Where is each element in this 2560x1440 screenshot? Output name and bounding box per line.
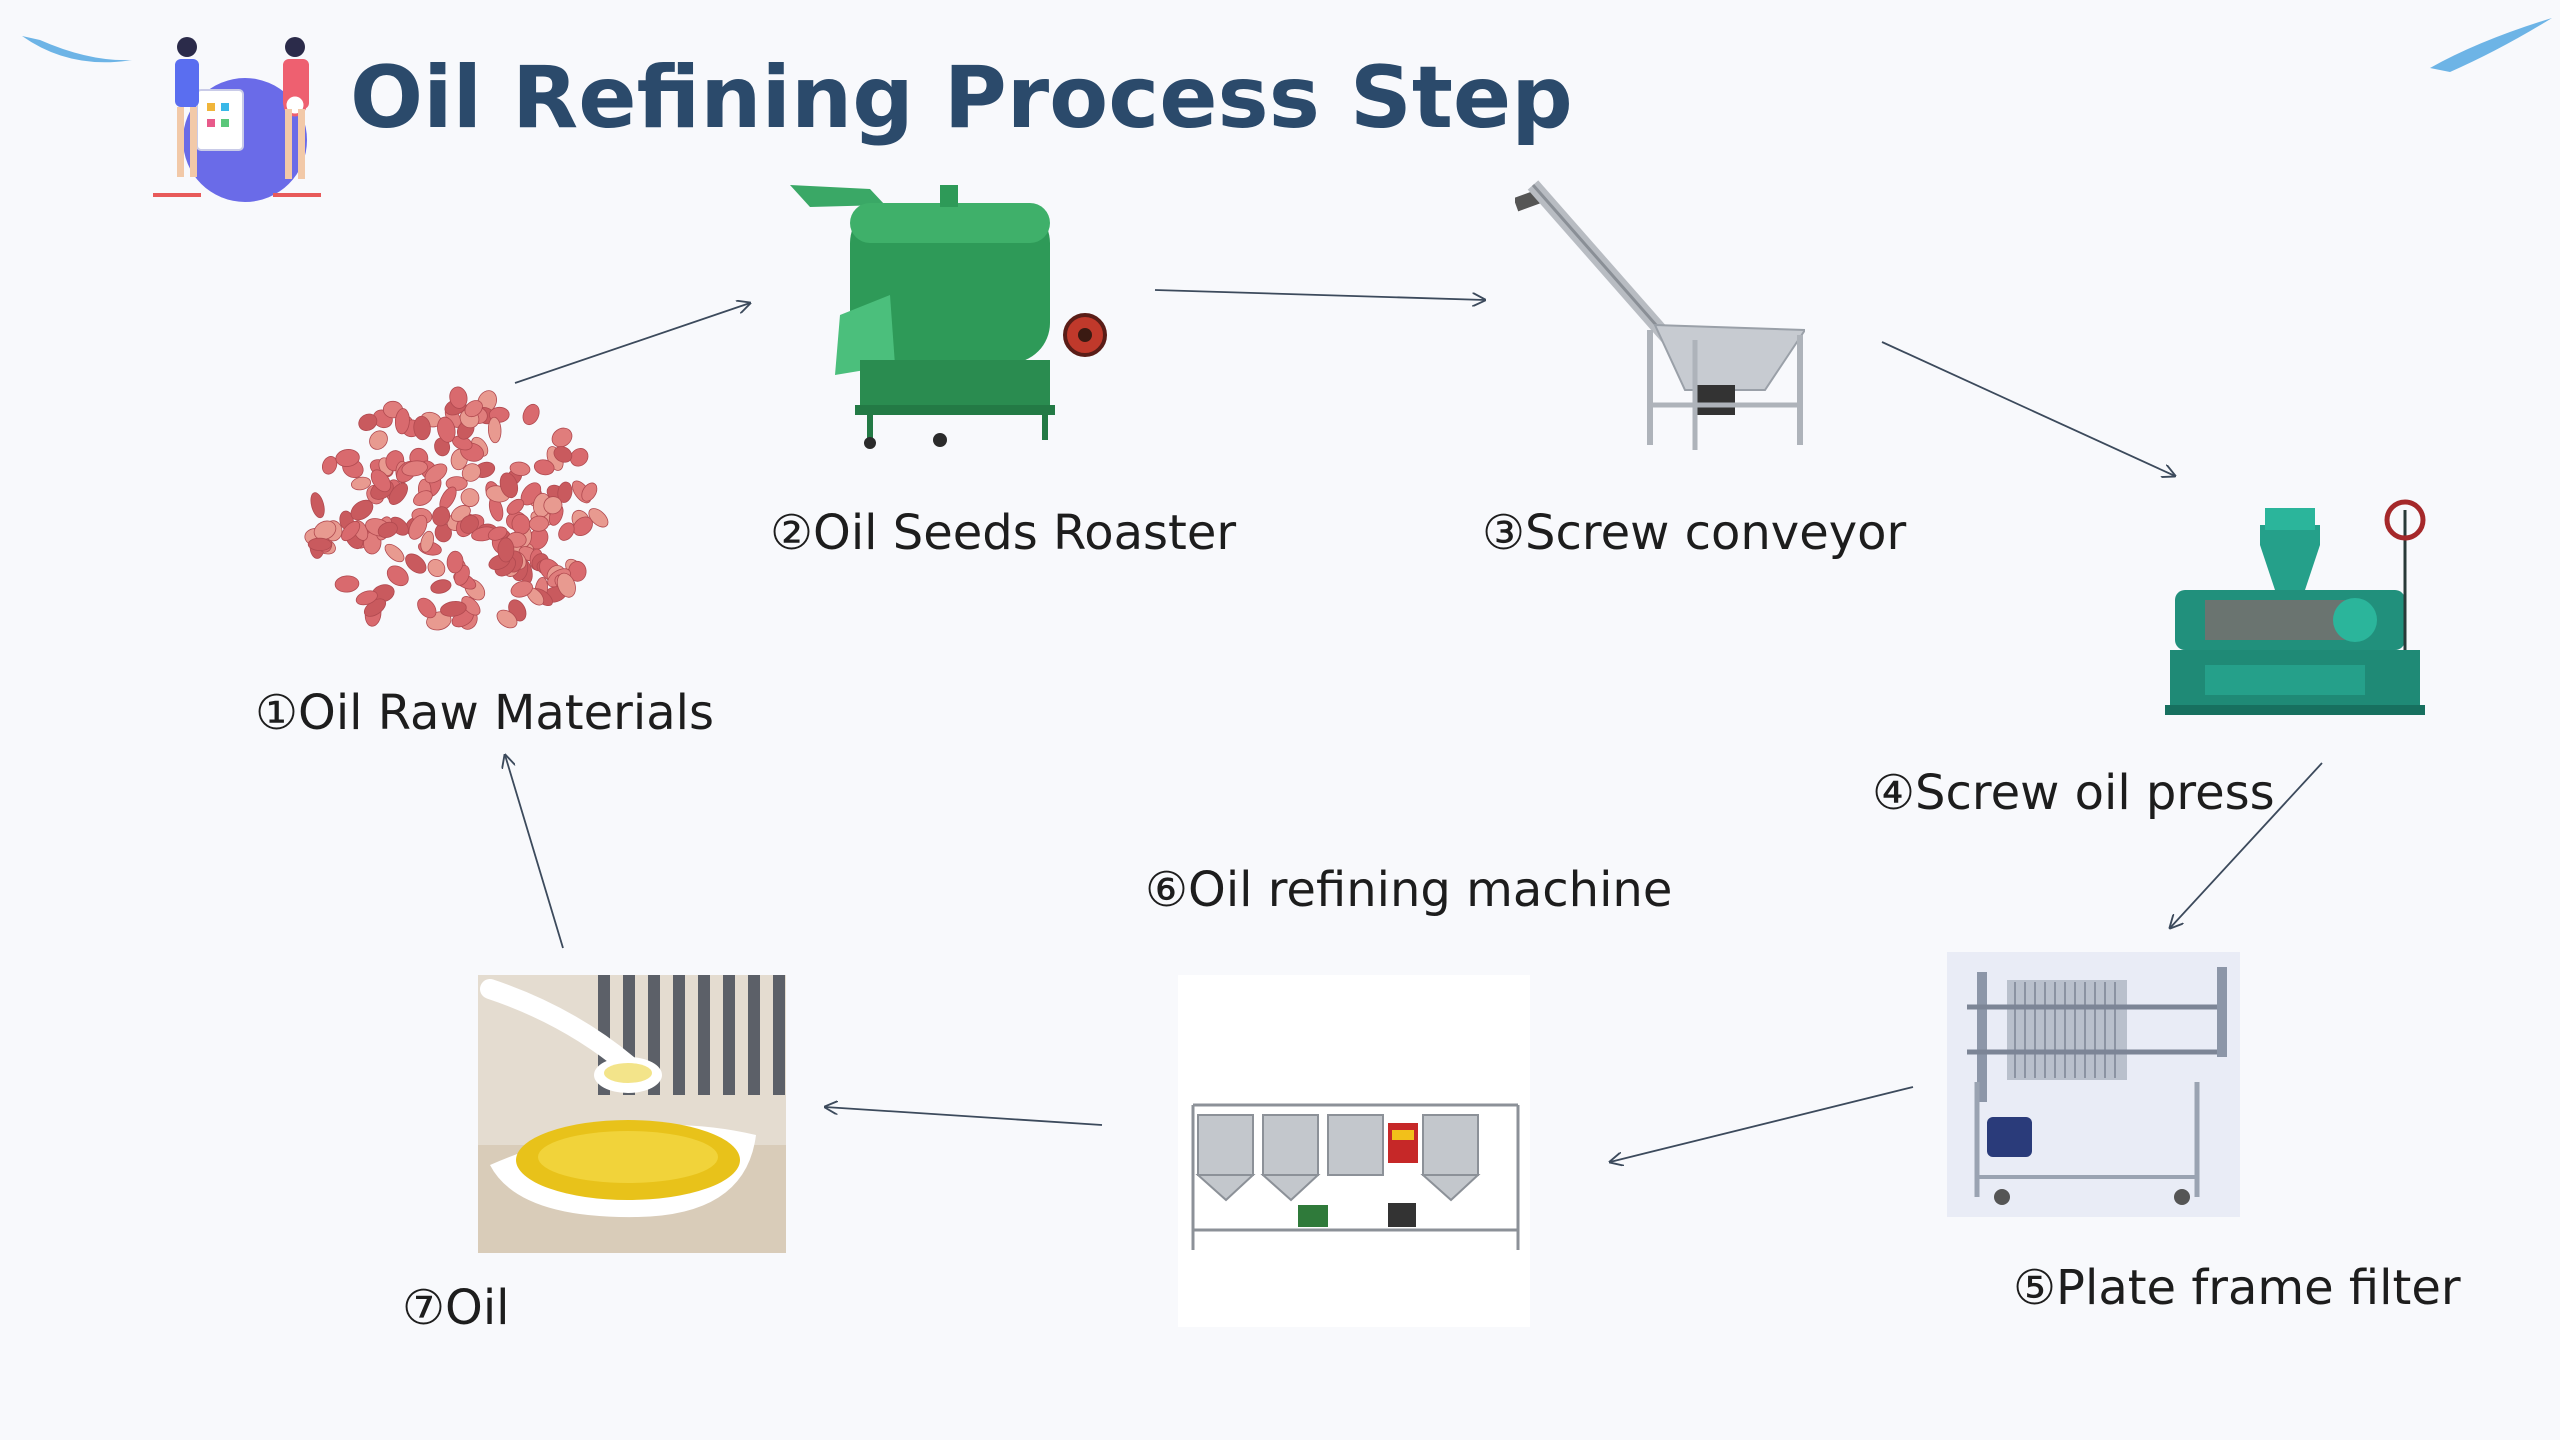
peanut-kernel <box>420 530 435 553</box>
peanut-kernel <box>558 522 575 541</box>
peanut-kernel <box>487 526 508 541</box>
screw-oil-press-image <box>2165 499 2426 715</box>
peanut-kernel <box>487 416 502 444</box>
step-4-label: ④Screw oil press <box>1872 765 2275 821</box>
peanut-kernel <box>388 482 408 505</box>
screw-conveyor-image <box>1515 180 1805 450</box>
peanut-kernel <box>528 515 549 532</box>
peanut-kernel <box>553 446 573 463</box>
peanut-kernel <box>556 572 576 598</box>
peanut-kernel <box>499 472 519 499</box>
oil-refining-machine-image <box>1178 975 1530 1327</box>
peanut-kernel <box>335 449 360 467</box>
arrow-step2-to-step3 <box>1154 289 1485 300</box>
peanut-kernel <box>310 492 325 519</box>
peanut-kernel <box>427 559 446 577</box>
step-3-label: ③Screw conveyor <box>1482 505 1907 561</box>
peanut-kernel <box>350 499 374 521</box>
peanut-kernel <box>588 508 609 528</box>
peanut-kernel <box>510 580 533 598</box>
peanut-kernel <box>413 490 433 506</box>
peanut-kernel <box>460 488 480 507</box>
peanut-kernel <box>509 461 531 476</box>
peanut-kernel <box>424 463 448 484</box>
peanut-kernel <box>581 482 598 502</box>
peanut-kernel <box>405 553 427 574</box>
roaster-machine-image <box>790 185 1107 449</box>
peanut-kernel <box>496 609 518 629</box>
left-swoosh-decoration <box>22 36 132 63</box>
peanut-kernel <box>370 469 391 493</box>
peanut-kernel <box>341 520 361 542</box>
peanuts-image <box>304 386 609 631</box>
arrow-step7-to-step1 <box>505 755 564 949</box>
peanut-kernel <box>446 550 464 574</box>
peanut-kernel <box>408 514 428 540</box>
peanut-kernel <box>551 427 573 448</box>
peanut-kernel <box>437 416 456 443</box>
oil-bowl-image <box>478 975 786 1253</box>
arrow-step1-to-step2 <box>514 303 750 384</box>
peanut-kernel <box>401 460 428 477</box>
peanut-kernel <box>533 459 555 476</box>
peanut-kernel <box>386 565 409 587</box>
peanut-kernel <box>543 496 563 515</box>
peanut-kernel <box>355 590 378 606</box>
step-5-label: ⑤Plate frame filter <box>2013 1260 2461 1316</box>
step-7-label: ⑦Oil <box>402 1280 510 1336</box>
peanut-kernel <box>307 537 332 552</box>
plate-frame-filter-image <box>1947 952 2240 1217</box>
arrow-step4-to-step5 <box>2170 762 2323 928</box>
step-1-label: ①Oil Raw Materials <box>255 685 714 741</box>
peanut-kernel <box>351 476 371 491</box>
team-illustration-icon <box>153 37 321 202</box>
peanut-kernel <box>413 415 431 441</box>
peanut-kernel <box>394 408 410 435</box>
step-2-label: ②Oil Seeds Roaster <box>770 505 1237 561</box>
peanut-kernel <box>449 386 468 409</box>
peanut-kernel <box>377 521 398 538</box>
peanut-kernel <box>522 403 540 426</box>
peanut-kernel <box>497 537 515 563</box>
peanut-kernel <box>461 596 481 616</box>
peanut-kernel <box>464 400 483 418</box>
peanut-kernel <box>321 456 338 475</box>
peanut-kernel <box>334 575 360 593</box>
arrow-step5-to-step6 <box>1610 1086 1914 1162</box>
peanut-kernel <box>506 498 525 515</box>
peanut-kernel <box>358 413 378 432</box>
arrow-step6-to-step7 <box>825 1107 1103 1126</box>
peanut-kernel <box>430 579 452 594</box>
step-6-label: ⑥Oil refining machine <box>1145 862 1673 918</box>
peanut-kernel <box>369 430 388 450</box>
peanut-kernel <box>570 448 589 467</box>
peanut-kernel <box>461 463 481 482</box>
peanut-kernel <box>313 520 337 541</box>
peanut-kernel <box>432 506 451 527</box>
peanut-kernel <box>417 597 437 619</box>
right-swoosh-decoration <box>2430 18 2552 72</box>
peanut-kernel <box>384 543 405 563</box>
peanut-kernel <box>557 481 573 503</box>
page-title: Oil Refining Process Step <box>350 48 1573 148</box>
peanut-kernel <box>440 601 467 617</box>
arrow-step3-to-step4 <box>1881 341 2175 476</box>
